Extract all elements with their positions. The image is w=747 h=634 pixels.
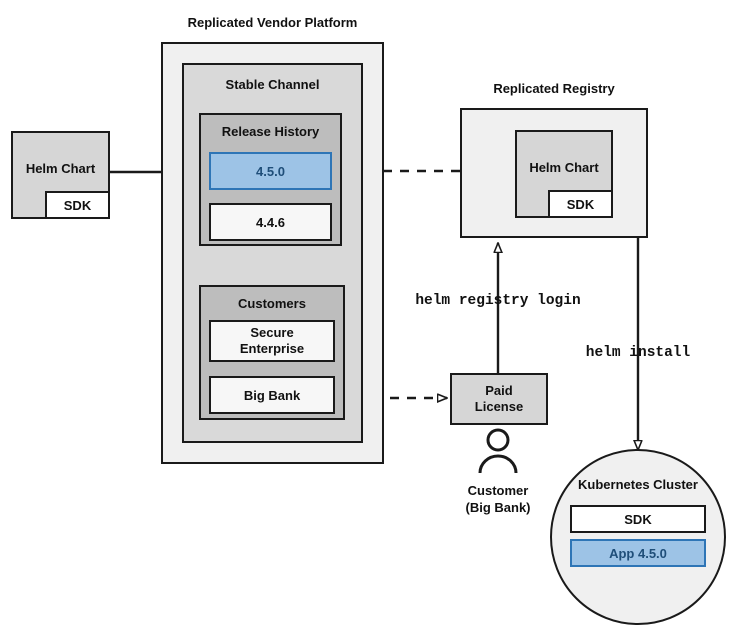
customer-actor-line2: (Big Bank) (465, 499, 531, 515)
command-registry-login: helm registry login (415, 293, 581, 309)
customer-actor-label: Customer (Big Bank) (428, 483, 568, 517)
release-item-4-4-6-label: 4.4.6 (256, 214, 285, 230)
customer-actor-line1: Customer (467, 483, 529, 498)
customers-title: Customers (238, 296, 306, 311)
registry-sdk-label: SDK (566, 196, 595, 212)
registry-helm-chart-label: Helm Chart (529, 160, 599, 175)
cluster-component-sdk[interactable]: SDK (570, 505, 706, 533)
registry-sdk-node[interactable]: SDK (548, 190, 613, 218)
person-icon (478, 428, 518, 474)
kubernetes-cluster-container (550, 449, 726, 625)
release-history-title: Release History (221, 124, 320, 139)
source-helm-chart-label: Helm Chart (25, 161, 96, 176)
cluster-component-app[interactable]: App 4.5.0 (570, 539, 706, 567)
release-item-4-5-0[interactable]: 4.5.0 (209, 152, 332, 190)
cluster-component-app-label: App 4.5.0 (609, 545, 667, 561)
command-helm-install: helm install (585, 345, 691, 361)
registry-title: Replicated Registry (493, 81, 615, 96)
stable-channel-title: Stable Channel (225, 77, 320, 92)
cluster-component-sdk-label: SDK (624, 511, 652, 527)
customer-item-big-bank-label: Big Bank (243, 387, 301, 403)
source-sdk-node[interactable]: SDK (45, 191, 110, 219)
release-item-4-5-0-label: 4.5.0 (256, 163, 285, 179)
customer-item-big-bank[interactable]: Big Bank (209, 376, 335, 414)
source-sdk-label: SDK (63, 197, 92, 213)
vendor-platform-title: Replicated Vendor Platform (187, 15, 358, 30)
release-item-4-4-6[interactable]: 4.4.6 (209, 203, 332, 241)
kubernetes-cluster-title: Kubernetes Cluster (578, 477, 698, 492)
